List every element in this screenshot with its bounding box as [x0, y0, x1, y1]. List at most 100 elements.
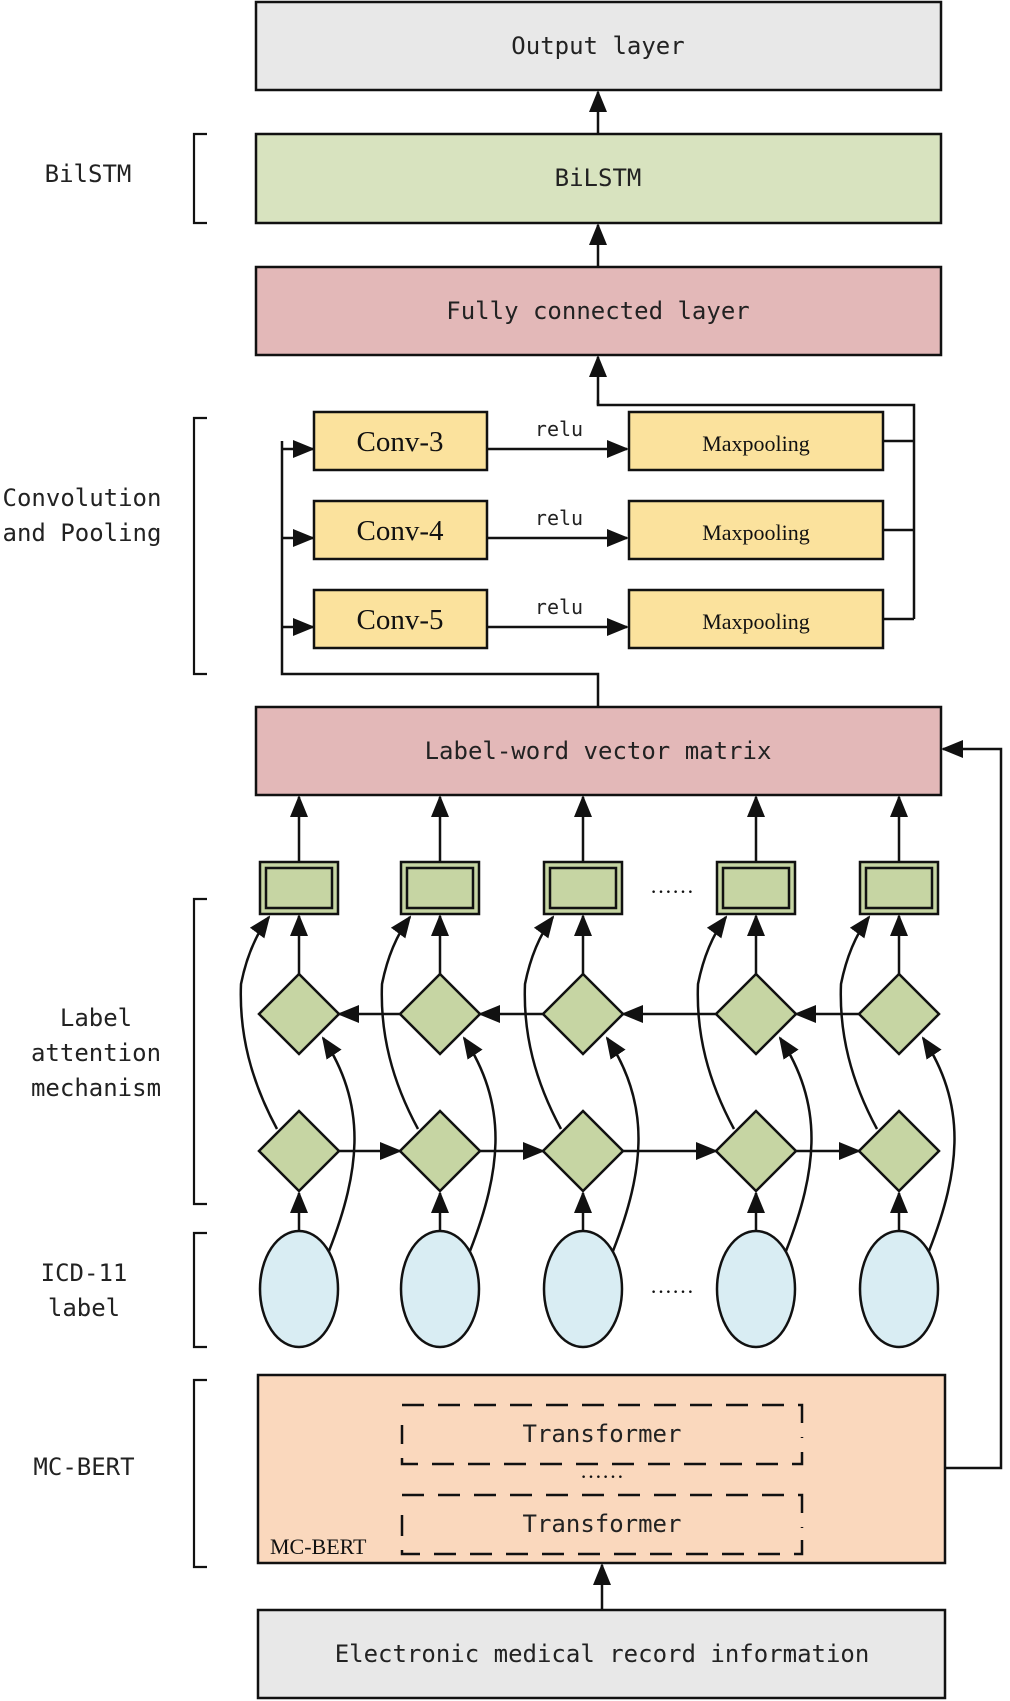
mc-bert-inner-label: MC-BERT: [270, 1534, 367, 1559]
skip-arrow-to-node: [921, 1036, 956, 1252]
input-label: Electronic medical record information: [335, 1640, 870, 1668]
side-text-attention-1: Label: [60, 1004, 132, 1032]
icd-label-node: [858, 1229, 940, 1349]
bilstm-label: BiLSTM: [555, 164, 642, 192]
skip-arrow-to-box: [523, 915, 563, 1130]
bilstm-block: BiLSTM: [254, 132, 943, 225]
conv-box: [312, 588, 489, 650]
attention-node-backward: [257, 972, 341, 1056]
side-text-conv-1: Convolution: [3, 484, 162, 512]
skip-arrow-to-node: [321, 1036, 356, 1252]
attention-output-inner: [548, 866, 618, 910]
attention-node-backward: [714, 972, 798, 1056]
svg-text:and Pooling: and Pooling: [3, 519, 162, 547]
mc-bert-block: Transformer …… Transformer MC-BERT: [256, 1373, 947, 1565]
skip-arrow-to-node: [778, 1036, 813, 1252]
attention-node-forward: [857, 1109, 941, 1193]
attention-output-inner: [864, 866, 934, 910]
conv-box: [312, 410, 489, 472]
maxpool-box: [627, 588, 885, 650]
transformer-frame-1: [400, 1403, 804, 1466]
icd-label-node: [399, 1229, 481, 1349]
side-label-conv-pool: Convolution and Pooling: [3, 416, 207, 676]
bracket-attention: [192, 897, 207, 1206]
fully-connected-label: Fully connected layer: [446, 297, 749, 325]
conv-label: Conv-5: [357, 604, 444, 636]
maxpool-box: [627, 499, 885, 561]
attention-output-box: [258, 860, 340, 916]
skip-arrow-to-box: [239, 915, 279, 1130]
attention-node-forward: [398, 1109, 482, 1193]
output-layer-block: Output layer: [254, 0, 943, 92]
attention-output-box: [399, 860, 481, 916]
attention-column: [839, 795, 956, 1349]
bert-feedback-connector: [945, 747, 1003, 1470]
svg-text:mechanism: mechanism: [31, 1074, 161, 1102]
transformer-frame-2: [400, 1493, 804, 1556]
attention-output-inner: [405, 866, 475, 910]
conv-box: [312, 499, 489, 561]
attention-output-inner: [721, 866, 791, 910]
attention-output-inner: [264, 866, 334, 910]
attention-column: [523, 795, 718, 1349]
maxpool-label: Maxpooling: [702, 520, 810, 545]
side-text-mc-bert: MC-BERT: [33, 1453, 134, 1481]
icd-label-node: [542, 1229, 624, 1349]
icd-label-node: [258, 1229, 340, 1349]
side-text-conv-2: and Pooling: [3, 519, 162, 547]
side-label-attention: Label attention mechanism: [31, 897, 207, 1206]
svg-text:Label: Label: [60, 1004, 132, 1032]
attention-node-forward: [257, 1109, 341, 1193]
maxpool-label: Maxpooling: [702, 609, 810, 634]
skip-arrow-to-node: [462, 1036, 497, 1252]
transformer-label-2: Transformer: [523, 1510, 682, 1538]
matrix-to-conv-connector: [280, 441, 600, 707]
skip-arrow-to-node: [605, 1036, 640, 1252]
attention-node-backward: [541, 972, 625, 1056]
side-text-attention-2: attention: [31, 1039, 161, 1067]
skip-arrow-to-box: [839, 915, 879, 1130]
svg-text:Convolution: Convolution: [3, 484, 162, 512]
attention-column: [380, 795, 545, 1349]
side-text-icd-1: ICD-11: [41, 1259, 128, 1287]
attention-column: [239, 795, 402, 1349]
transformer-ellipsis: ……: [580, 1458, 624, 1483]
svg-text:label: label: [48, 1294, 120, 1322]
bracket-conv-pool: [192, 416, 207, 676]
attention-output-box: [542, 860, 624, 916]
output-layer-label: Output layer: [511, 32, 684, 60]
svg-text:attention: attention: [31, 1039, 161, 1067]
attention-node-backward: [398, 972, 482, 1056]
attention-output-box: [858, 860, 940, 916]
attention-node-forward: [541, 1109, 625, 1193]
transformer-label-1: Transformer: [523, 1420, 682, 1448]
conv-label: Conv-4: [357, 515, 445, 547]
side-text-bilstm: BilSTM: [45, 160, 132, 188]
side-label-bilstm: BilSTM: [45, 132, 207, 225]
skip-arrow-to-box: [696, 915, 736, 1130]
pool-merge-connector: [596, 400, 916, 621]
svg-text:ICD-11: ICD-11: [41, 1259, 128, 1287]
svg-text:MC-BERT: MC-BERT: [33, 1453, 134, 1481]
attention-node-forward: [714, 1109, 798, 1193]
relu-label: relu: [535, 417, 583, 441]
label-word-matrix-label: Label-word vector matrix: [425, 737, 772, 765]
attention-column: [696, 795, 861, 1349]
fully-connected-block: Fully connected layer: [254, 265, 943, 357]
side-text-icd-2: label: [48, 1294, 120, 1322]
svg-text:BilSTM: BilSTM: [45, 160, 132, 188]
conv-label: Conv-3: [357, 426, 444, 458]
attention-node-backward: [857, 972, 941, 1056]
relu-label: relu: [535, 595, 583, 619]
bracket-bilstm: [192, 132, 207, 225]
bracket-mc-bert: [192, 1378, 207, 1569]
attention-output-box: [715, 860, 797, 916]
side-text-attention-3: mechanism: [31, 1074, 161, 1102]
input-block: Electronic medical record information: [256, 1608, 947, 1700]
bracket-icd: [192, 1231, 207, 1349]
attention-ellipsis: ……: [650, 873, 694, 898]
side-label-mc-bert: MC-BERT: [33, 1378, 207, 1569]
